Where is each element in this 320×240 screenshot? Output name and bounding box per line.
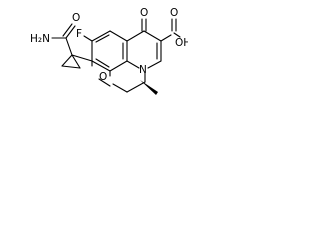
bond-ch-o (112, 83, 128, 93)
atom-carboxyl-oh: OH (175, 37, 188, 49)
atom-ring-n: N (139, 64, 147, 76)
bond-c7-c8 (143, 30, 162, 42)
bond-c5-c6-inner (95, 58, 110, 68)
bond-amide-o (65, 25, 76, 39)
atom-amide-nh2: H₂N (30, 33, 50, 45)
stereo-wedge-methyl (140, 80, 158, 95)
bond-c8-cooh (160, 34, 172, 42)
bond-c2-c3 (109, 30, 128, 42)
bond-c5-c6 (91, 60, 111, 72)
bond-cp-amide (65, 37, 73, 56)
molecule-structure: F O O OH N O O H₂N (30, 7, 188, 95)
atom-labels: F O O OH N O O H₂N (30, 7, 188, 83)
bond-cp-b (71, 54, 81, 69)
bond-ch2-ch (126, 81, 146, 93)
atom-amide-o: O (72, 12, 80, 24)
bond-n-c4 (126, 60, 140, 69)
bond-c3-c7 (126, 30, 145, 42)
bond-cp-a (61, 54, 73, 67)
bond-c4-c5 (109, 60, 128, 72)
atom-carboxyl-o: O (170, 7, 178, 19)
bond-c1-c2 (91, 30, 111, 42)
bond-c6-cp (71, 54, 93, 62)
bonds (51, 18, 181, 93)
bond-oring-ch2b (98, 78, 111, 87)
bond-c9-n (147, 60, 162, 69)
bond-amide-o-2 (62, 23, 73, 37)
bond-c1-c2-inner (95, 34, 110, 43)
atom-ring-o: O (99, 71, 107, 83)
bond-cp-c (61, 65, 81, 69)
bond-c1-f (83, 35, 93, 42)
bond-cooh-oh (173, 32, 181, 38)
atom-ketone-o: O (140, 7, 148, 19)
atom-f: F (76, 28, 82, 40)
